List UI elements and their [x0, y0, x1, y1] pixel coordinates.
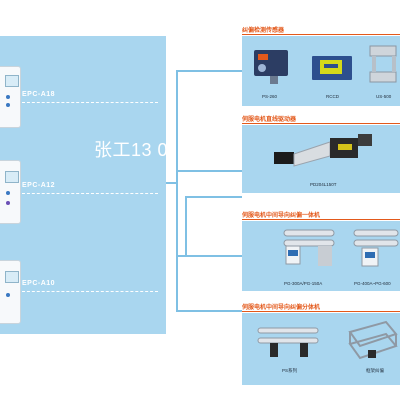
split-frame-image	[348, 320, 398, 360]
controller-button	[6, 191, 10, 195]
connector-sub-a	[185, 196, 187, 256]
watermark-text: 张工13 0097	[94, 140, 200, 160]
controller-divider	[22, 102, 158, 103]
controller-label-epc-a12: EPC-A12	[22, 182, 56, 189]
controller-label-epc-a10: EPC-A10	[22, 280, 56, 287]
controller-button	[6, 103, 10, 107]
controller-screen	[5, 271, 19, 283]
controller-button	[6, 201, 10, 205]
controller-device-epc-a12	[0, 160, 21, 224]
split-ps-series-image	[257, 327, 319, 357]
controller-divider	[22, 193, 158, 194]
connector-vertical	[176, 70, 178, 312]
controller-button	[6, 293, 10, 297]
connector-branch-2	[176, 170, 242, 172]
controller-screen	[5, 75, 19, 87]
controller-panel	[0, 36, 166, 334]
actuator-pd204l150t-caption: PD204L150T	[310, 182, 337, 187]
controller-divider	[22, 291, 158, 292]
section-title-split: 伺服电机中间导向纠偏分体机	[242, 305, 321, 311]
integrated-pg400a-caption: PG-400A~PG-600	[354, 281, 391, 286]
sensor-us500-caption: US-500	[376, 94, 392, 99]
actuator-pd204l150t-image	[274, 134, 372, 167]
sensor-rccd-image	[312, 56, 352, 80]
connector-branch-1	[176, 70, 242, 72]
controller-device-epc-a18	[0, 66, 21, 128]
section-title-rule	[242, 311, 400, 312]
controller-device-epc-a10	[0, 260, 21, 324]
sensor-rccd-caption: RCCD	[326, 94, 339, 99]
split-frame-caption: 框架纠偏	[366, 368, 384, 373]
controller-label-epc-a18: EPC-A18	[22, 91, 56, 98]
sensor-ps260-caption: PS-260	[262, 94, 278, 99]
section-title-sensors: 纠偏检测传感器	[242, 28, 285, 34]
connector-sub-b	[185, 196, 242, 198]
section-title-integrated: 伺服电机中间导向纠偏一体机	[242, 213, 321, 219]
section-title-rule	[242, 123, 400, 124]
connector-branch-3	[176, 255, 242, 257]
connector-branch-4	[176, 310, 242, 312]
split-ps-series-caption: PS系列	[282, 368, 298, 373]
connector-trunk	[166, 182, 176, 184]
section-title-rule	[242, 219, 400, 220]
controller-screen	[5, 171, 19, 183]
section-title-rule	[242, 34, 400, 35]
integrated-pg300a-image	[283, 229, 335, 266]
controller-button	[6, 95, 10, 99]
sensor-ps260-image	[254, 50, 288, 84]
sensor-us500-image	[369, 45, 397, 83]
integrated-pg300a-caption: PG-300A/PG-150A	[284, 281, 323, 286]
section-title-actuator: 伺服电机直线驱动器	[242, 117, 297, 123]
integrated-pg400a-image	[353, 229, 399, 267]
